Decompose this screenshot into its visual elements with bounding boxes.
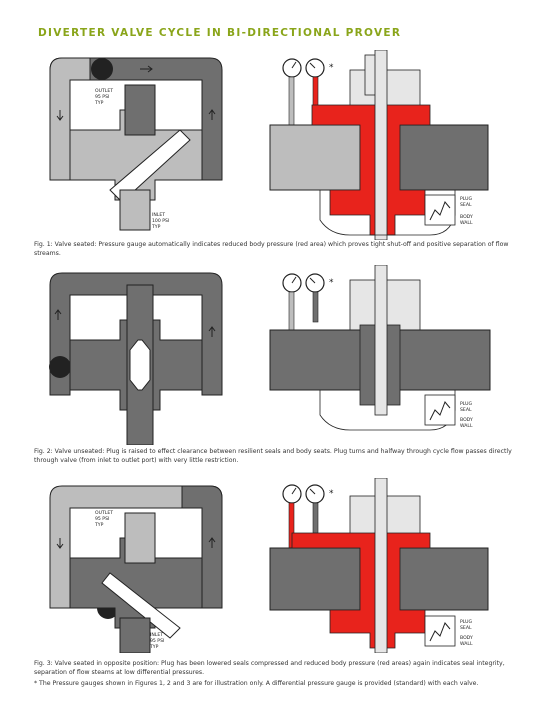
valve-cross-section-1: * PLUG SEAL BODY WALL xyxy=(269,50,489,240)
prover-loop-schematic-1: OUTLET 95 PSI TYP INLET 100 PSI TYP xyxy=(49,57,223,231)
figure-1: OUTLET 95 PSI TYP INLET 100 PSI TYP * xyxy=(30,50,520,240)
inlet-label-line1: INLET xyxy=(150,632,163,638)
valve-cross-section-3: * PLUG SEAL BODY WALL xyxy=(269,478,489,653)
gauge-asterisk: * xyxy=(329,278,334,288)
inlet-label-line3: TYP xyxy=(151,224,161,230)
wall-label: WALL xyxy=(460,641,473,647)
prover-loop-schematic-2 xyxy=(49,272,223,445)
inlet-label-line2: 100 PSI xyxy=(152,218,169,224)
page-title: DIVERTER VALVE CYCLE IN BI-DIRECTIONAL P… xyxy=(38,27,402,39)
gauge-asterisk: * xyxy=(329,489,334,499)
figure-2: * PLUG SEAL BODY WALL xyxy=(30,265,520,445)
gauge-asterisk: * xyxy=(329,63,334,73)
seal-label: SEAL xyxy=(460,202,472,208)
body-label: BODY xyxy=(460,417,473,423)
inlet-label-line1: INLET xyxy=(152,212,165,218)
figure-2-caption: Fig. 2: Valve unseated: Plug is raised t… xyxy=(34,448,512,464)
outlet-label-line2: 95 PSI xyxy=(95,94,109,100)
inlet-label-line2: 95 PSI xyxy=(150,638,164,644)
prover-sphere-1 xyxy=(91,58,113,80)
plug-label: PLUG xyxy=(460,196,472,202)
seal-label: SEAL xyxy=(460,625,472,631)
figure-2-drawing: * PLUG SEAL BODY WALL xyxy=(49,265,491,445)
prover-loop-schematic-3: OUTLET 95 PSI TYP INLET 95 PSI TYP xyxy=(49,485,223,653)
wall-label: WALL xyxy=(460,423,473,429)
figure-1-caption: Fig. 1: Valve seated: Pressure gauge aut… xyxy=(34,241,509,257)
outlet-label-line2: 95 PSI xyxy=(95,516,109,522)
outlet-label-line1: OUTLET xyxy=(95,510,113,516)
plug-label: PLUG xyxy=(460,401,472,407)
prover-sphere-2 xyxy=(49,356,71,378)
figure-3: OUTLET 95 PSI TYP INLET 95 PSI TYP * PLU… xyxy=(30,478,520,653)
outlet-label-line1: OUTLET xyxy=(95,88,113,94)
figure-1-drawing: OUTLET 95 PSI TYP INLET 100 PSI TYP * xyxy=(49,50,489,240)
outlet-label-line3: TYP xyxy=(94,522,104,528)
figure-3-caption: Fig. 3: Valve seated in opposite positio… xyxy=(34,660,505,676)
wall-label: WALL xyxy=(460,220,473,226)
body-label: BODY xyxy=(460,214,473,220)
figure-3-drawing: OUTLET 95 PSI TYP INLET 95 PSI TYP * PLU… xyxy=(49,478,489,653)
body-label: BODY xyxy=(460,635,473,641)
seal-label: SEAL xyxy=(460,407,472,413)
inlet-label-line3: TYP xyxy=(149,644,159,650)
outlet-label-line3: TYP xyxy=(94,100,104,106)
plug-label: PLUG xyxy=(460,619,472,625)
footnote: * The Pressure gauges shown in Figures 1… xyxy=(34,680,479,687)
valve-cross-section-2: * PLUG SEAL BODY WALL xyxy=(269,265,491,431)
